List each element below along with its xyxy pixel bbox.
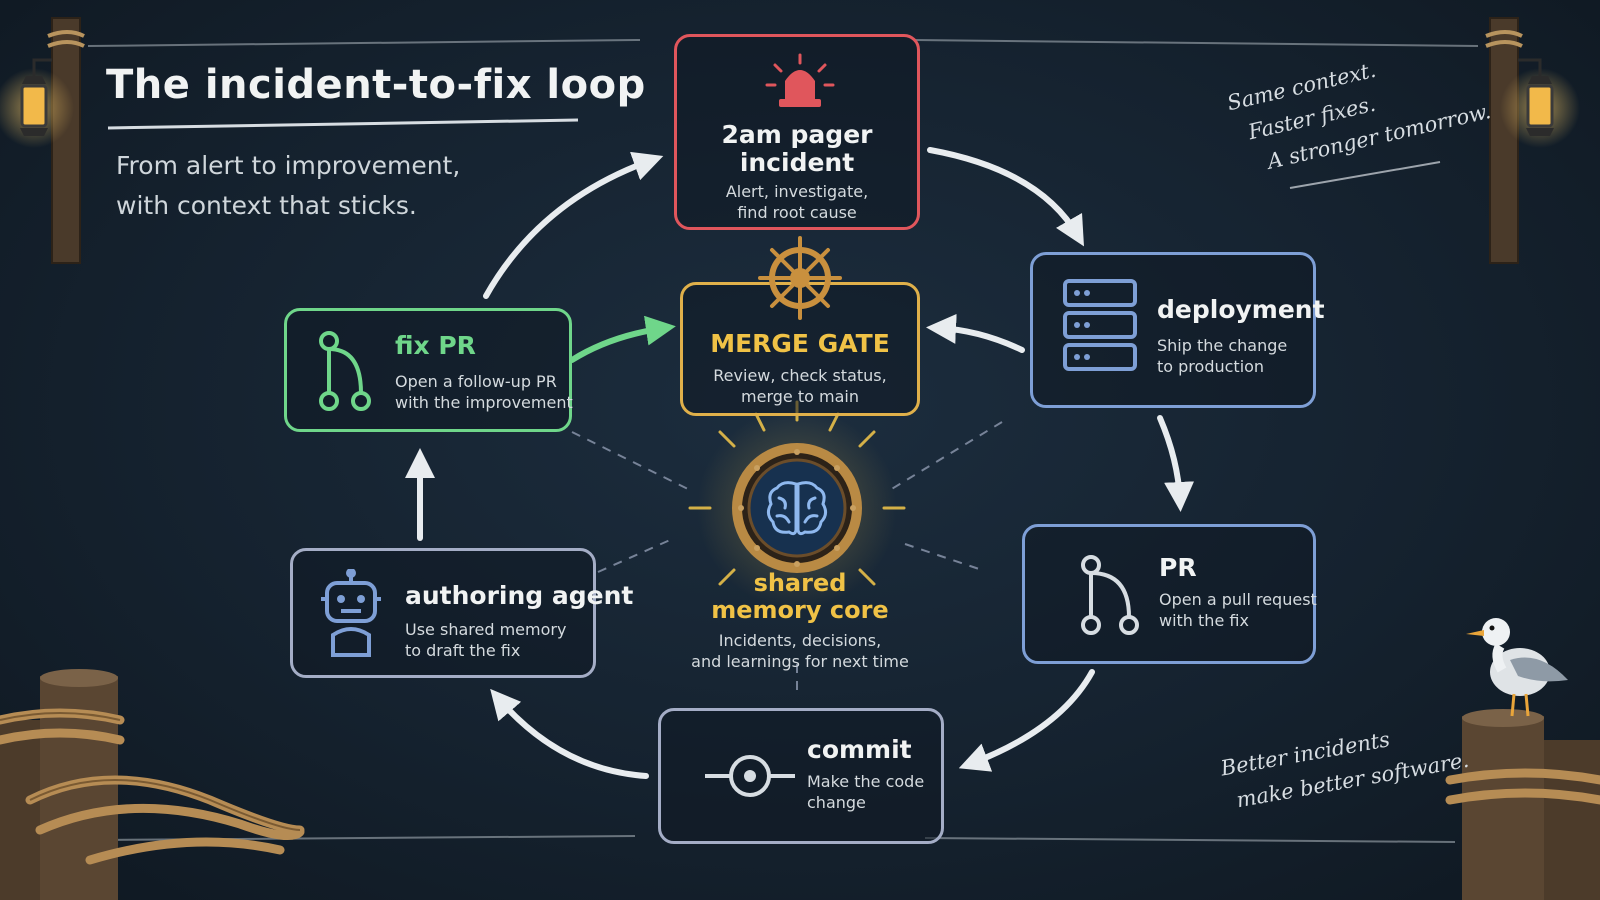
node-pr-title: PR	[1159, 553, 1197, 582]
node-title-line: 2am pager	[721, 120, 873, 149]
node-pr-desc: Open a pull request with the fix	[1159, 589, 1317, 631]
node-desc-line: to draft the fix	[405, 641, 521, 660]
git-branch-icon	[319, 331, 371, 411]
node-desc-line: Make the code	[807, 772, 925, 791]
node-incident-title: 2am pager incident	[677, 121, 917, 177]
arrow-fixpr-to-merge	[569, 315, 676, 363]
node-desc-line: find root cause	[737, 203, 857, 222]
arrow-deployment-to-merge	[926, 313, 1025, 353]
right-post-lantern	[1485, 17, 1580, 264]
node-authoring-agent-title: authoring agent	[405, 581, 634, 610]
git-commit-icon	[705, 755, 795, 797]
subtitle-line: From alert to improvement,	[116, 151, 461, 180]
node-desc-line: Open a follow-up PR	[395, 372, 557, 391]
node-pr: PR Open a pull request with the fix	[1022, 524, 1317, 664]
page-title: The incident-to-fix loop	[106, 62, 646, 108]
core-dashed-connectors	[571, 421, 1003, 696]
cycle-arrows	[405, 147, 1195, 779]
node-merge-gate-title: MERGE GATE	[710, 329, 890, 358]
page-subtitle: From alert to improvement, with context …	[116, 146, 536, 226]
node-commit: commit Make the code change	[658, 708, 944, 844]
core-desc-line: Incidents, decisions,	[718, 631, 882, 650]
node-desc-line: Review, check status,	[713, 366, 887, 385]
node-incident-desc: Alert, investigate, find root cause	[677, 181, 917, 223]
node-title-line: incident	[739, 148, 855, 177]
brain-icon	[766, 481, 828, 536]
subtitle-line: with context that sticks.	[116, 191, 417, 220]
siren-icon	[765, 53, 835, 107]
core-title-line: shared	[753, 569, 847, 597]
node-desc-line: Open a pull request	[1159, 590, 1317, 609]
node-fix-pr-desc: Open a follow-up PR with the improvement	[395, 371, 573, 413]
memory-core-title: shared memory core	[660, 570, 940, 624]
memory-core-desc: Incidents, decisions, and learnings for …	[660, 630, 940, 672]
node-desc-line: change	[807, 793, 866, 812]
arrow-commit-to-agent	[490, 688, 649, 779]
seagull-piling	[1445, 618, 1600, 900]
server-icon	[1063, 279, 1137, 371]
left-post-lantern	[0, 17, 85, 264]
node-commit-desc: Make the code change	[807, 771, 924, 813]
seagull	[1466, 618, 1568, 717]
core-desc-line: and learnings for next time	[691, 652, 909, 671]
node-merge-gate-desc: Review, check status, merge to main	[683, 365, 917, 407]
arrow-fixpr-to-incident	[483, 151, 664, 299]
node-desc-line: Ship the change	[1157, 336, 1288, 355]
node-desc-line: merge to main	[741, 387, 859, 406]
node-incident: 2am pager incident Alert, investigate, f…	[674, 34, 920, 230]
robot-icon	[321, 569, 381, 657]
node-desc-line: with the fix	[1159, 611, 1249, 630]
node-deployment-title: deployment	[1157, 295, 1325, 324]
arrow-incident-to-deployment	[927, 147, 1084, 247]
node-commit-title: commit	[807, 735, 912, 764]
node-deployment: deployment Ship the change to production	[1030, 252, 1325, 408]
node-deployment-desc: Ship the change to production	[1157, 335, 1287, 377]
node-desc-line: Use shared memory	[405, 620, 567, 639]
arrow-pr-to-commit	[958, 669, 1095, 772]
dock-pilings-rope	[0, 669, 305, 900]
ship-wheel-icon	[758, 236, 842, 320]
node-fix-pr: fix PR Open a follow-up PR with the impr…	[284, 308, 573, 432]
node-authoring-agent-desc: Use shared memory to draft the fix	[405, 619, 566, 661]
node-desc-line: with the improvement	[395, 393, 573, 412]
node-fix-pr-title: fix PR	[395, 331, 476, 360]
core-title-line: memory core	[711, 596, 889, 624]
arrow-deployment-to-pr	[1157, 415, 1195, 512]
git-branch-icon	[1081, 555, 1139, 635]
node-desc-line: Alert, investigate,	[725, 182, 869, 201]
node-desc-line: to production	[1157, 357, 1265, 376]
node-authoring-agent: authoring agent Use shared memory to dra…	[290, 548, 633, 678]
